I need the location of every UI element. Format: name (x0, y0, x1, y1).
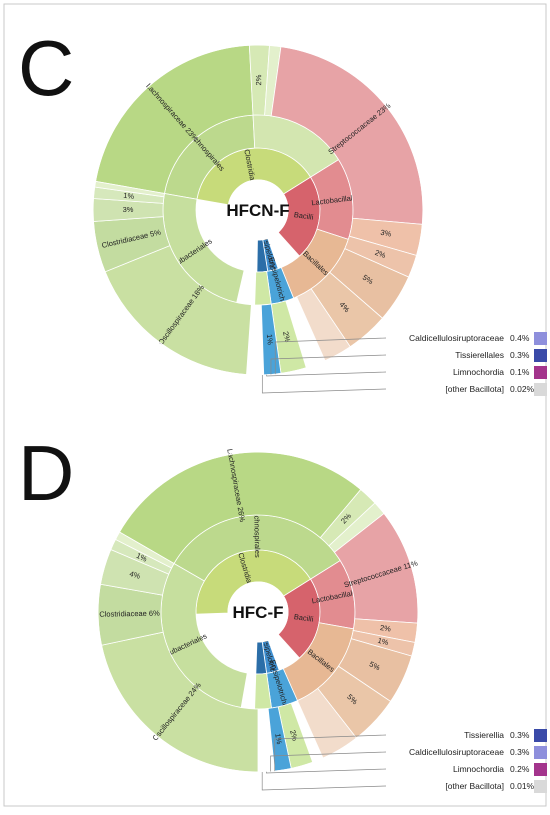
legend-label-caldicellulosiruptoraceae: Caldicellulosiruptoraceae (409, 333, 504, 343)
segment-label-clostridiaceae: Clostridiaceae 6% (99, 609, 160, 619)
segment-label-bacilli: Bacilli (293, 612, 314, 624)
legend-leader (266, 371, 387, 377)
legend-label-other-bacillota: [other Bacillota] (445, 781, 504, 791)
segment-label-negativicutes: 2% (281, 331, 292, 344)
legend-label-tissierellia: Tissierellia (464, 730, 504, 740)
legend-swatch-caldicellulosiruptoraceae (534, 746, 547, 759)
outer-outline (92, 44, 424, 376)
legend-swatch-caldicellulosiruptoraceae (534, 332, 547, 345)
legend-leader (270, 354, 387, 375)
legend-value-limnochordia: 0.1% (510, 367, 530, 377)
segment-label-bacillaceae: 5% (368, 659, 382, 672)
center-label: HFC-F (233, 603, 284, 622)
panel-d: DClostridiaBacilliErysipelotrichiaLachno… (18, 429, 547, 793)
segment-label-eubacteriales-incertae-sedis: 4% (128, 569, 141, 581)
legend-swatch-limnochordia (534, 763, 547, 776)
legend-value-other-bacillota: 0.01% (510, 781, 535, 791)
panel-c: CClostridiaBacilliErysipelotrichiaLachno… (18, 24, 547, 396)
center-hole (227, 581, 289, 643)
legend-value-caldicellulosiruptoraceae: 0.4% (510, 333, 530, 343)
legend-label-limnochordia: Limnochordia (453, 367, 504, 377)
segment-label-lactobacillaceae: 3% (380, 228, 393, 239)
segment-label-enterococcaceae: 2% (374, 248, 388, 260)
legend-value-caldicellulosiruptoraceae: 0.3% (510, 747, 530, 757)
segment-label-bacilli: Bacilli (293, 210, 314, 222)
center-hole (227, 179, 289, 241)
legend-swatch-tissierellia (534, 729, 547, 742)
legend-value-tissierellia: 0.3% (510, 730, 530, 740)
legend-leader (274, 337, 387, 375)
legend-leader (270, 751, 387, 772)
segment-label-desulfitobacteriaceae: 1% (123, 191, 135, 201)
legend-leader (261, 771, 387, 791)
outer-outline (97, 451, 419, 773)
legend-leader (274, 734, 387, 772)
legend-value-other-bacillota: 0.02% (510, 384, 535, 394)
legend-value-limnochordia: 0.2% (510, 764, 530, 774)
legend-leader (266, 768, 387, 774)
legend-label-limnochordia: Limnochordia (453, 764, 504, 774)
panel-letter: C (18, 24, 74, 112)
segment-label-lachnospirales: Lachnospirales (252, 507, 262, 558)
segment-negativicutes[interactable] (254, 672, 272, 710)
legend-value-tissierellales: 0.3% (510, 350, 530, 360)
legend-swatch-tissierellales (534, 349, 547, 362)
figure-border (3, 3, 547, 807)
legend-swatch-other-bacillota (534, 780, 547, 793)
legend-label-tissierellales: Tissierellales (455, 350, 504, 360)
center-label: HFCN-F (226, 201, 289, 220)
legend-swatch-other-bacillota (534, 383, 547, 396)
segment-label-peptostreptococcales: 2% (254, 74, 263, 85)
segment-label-lactobacillaceae: 2% (380, 623, 392, 633)
segment-label-eubacteriales-incertae-sedis: 3% (123, 205, 134, 214)
segment-label-negativicutes: 2% (288, 729, 300, 742)
legend-label-other-bacillota: [other Bacillota] (445, 384, 504, 394)
segment-label-erysipelotrichaceae: 1% (265, 334, 275, 346)
legend-label-caldicellulosiruptoraceae: Caldicellulosiruptoraceae (409, 747, 504, 757)
legend-swatch-limnochordia (534, 366, 547, 379)
legend-leader (261, 374, 387, 394)
segment-label-enterococcaceae: 1% (377, 636, 390, 647)
panel-letter: D (18, 429, 74, 517)
